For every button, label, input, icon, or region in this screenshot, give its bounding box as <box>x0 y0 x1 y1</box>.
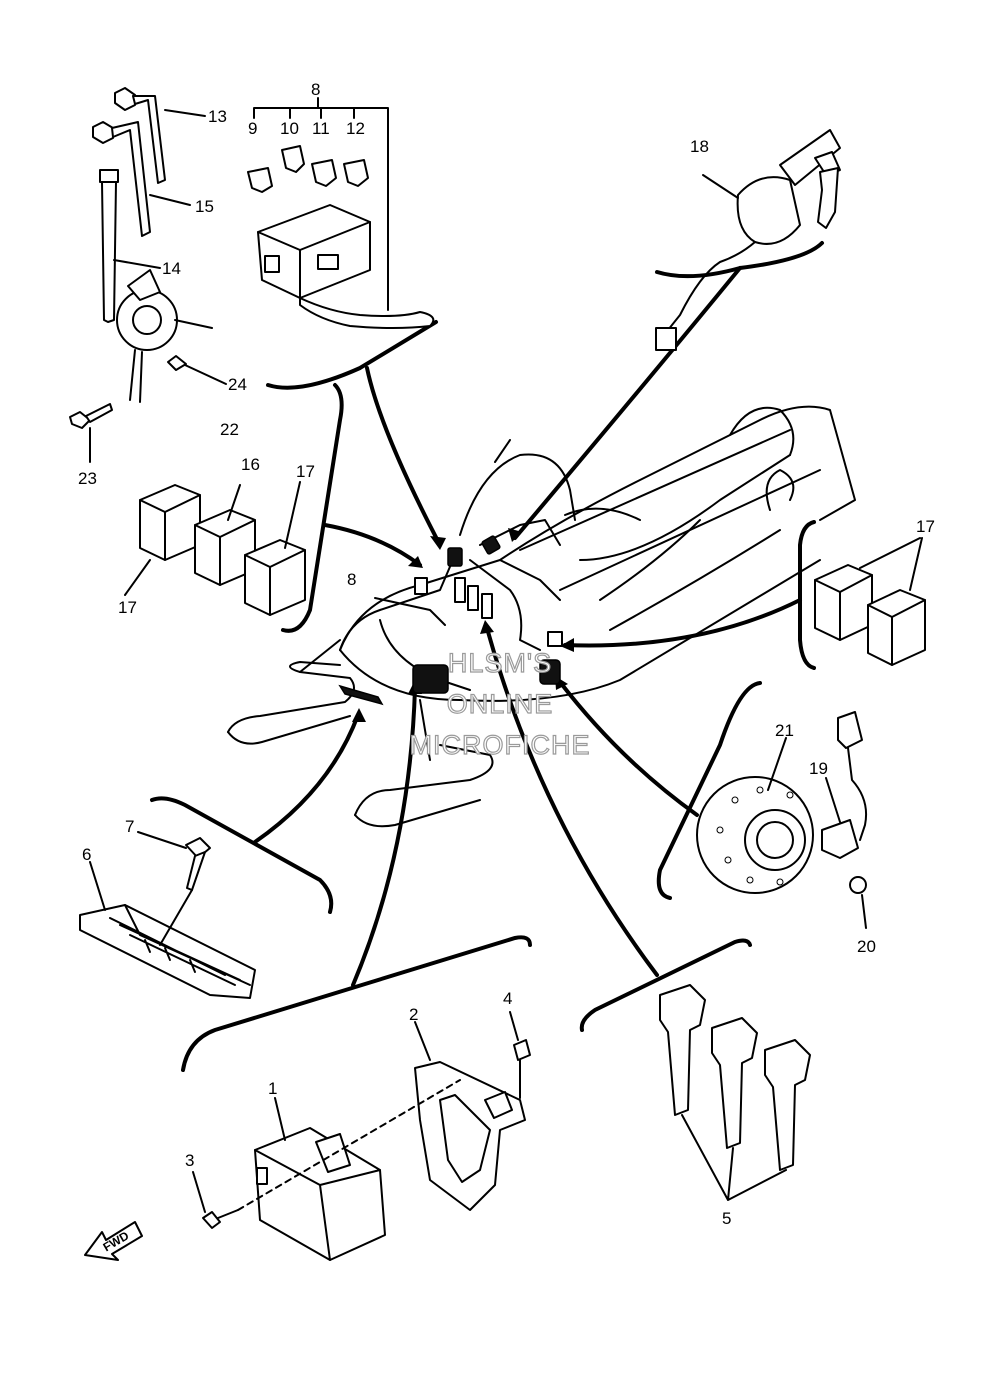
callout-12: 12 <box>346 119 365 138</box>
relays-right <box>814 537 926 666</box>
callout-17-top: 17 <box>296 462 315 481</box>
watermark-line-1: HLSM'S <box>448 648 552 678</box>
cover-group <box>79 831 256 999</box>
sensor-group <box>696 711 868 929</box>
relays-left <box>124 481 306 616</box>
callouts: 8 9 10 11 12 13 15 14 18 24 22 23 16 17 … <box>78 80 935 1228</box>
callout-18: 18 <box>690 137 709 156</box>
watermark-line-2: ONLINE <box>447 689 554 719</box>
watermark: HLSM'S ONLINE MICROFICHE <box>409 647 591 760</box>
callout-11: 11 <box>312 119 330 138</box>
leader-lines <box>253 266 802 987</box>
callout-16: 16 <box>241 455 260 474</box>
cdi-group <box>192 1011 531 1261</box>
callout-13: 13 <box>208 107 227 126</box>
callout-2: 2 <box>409 1005 418 1024</box>
callout-20: 20 <box>857 937 876 956</box>
callout-9: 9 <box>248 119 257 138</box>
callout-21: 21 <box>775 721 794 740</box>
callout-15: 15 <box>195 197 214 216</box>
fwd-arrow: FWD <box>84 1221 143 1261</box>
ignition-coils <box>659 984 811 1201</box>
callout-1: 1 <box>268 1079 277 1098</box>
ignition-switch <box>655 129 841 351</box>
callout-3: 3 <box>185 1151 194 1170</box>
cable-ties <box>92 87 206 323</box>
snowmobile-body <box>227 405 856 828</box>
callout-17-left: 17 <box>118 598 137 617</box>
callout-24: 24 <box>228 375 247 394</box>
callout-6: 6 <box>82 845 91 864</box>
callout-23: 23 <box>78 469 97 488</box>
callout-8: 8 <box>311 80 320 99</box>
group-brackets <box>150 241 824 1072</box>
callout-7: 7 <box>125 817 134 836</box>
callout-8-center: 8 <box>347 570 356 589</box>
callout-4: 4 <box>503 989 512 1008</box>
callout-5: 5 <box>722 1209 731 1228</box>
watermark-line-3: MICROFICHE <box>410 730 591 760</box>
callout-22: 22 <box>220 420 239 439</box>
buzzer-group <box>69 269 227 463</box>
callout-14: 14 <box>162 259 181 278</box>
callout-10: 10 <box>280 119 299 138</box>
fuse-box <box>247 97 435 329</box>
callout-19: 19 <box>809 759 828 778</box>
callout-17-right: 17 <box>916 517 935 536</box>
